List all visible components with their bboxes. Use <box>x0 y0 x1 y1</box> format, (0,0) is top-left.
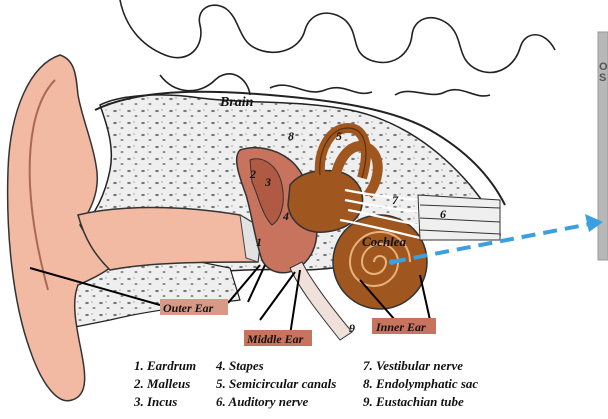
marker-5: 5 <box>336 129 342 143</box>
marker-9: 9 <box>349 321 355 335</box>
cochlea-label: Cochlea <box>362 234 407 249</box>
side-panel-text: O S <box>599 62 608 84</box>
brain-label: Brain <box>219 95 254 110</box>
marker-1: 1 <box>256 235 262 249</box>
outer-ear-label: Outer Ear <box>163 301 214 315</box>
marker-4: 4 <box>282 209 289 223</box>
inner-ear-label: Inner Ear <box>375 320 426 334</box>
marker-7: 7 <box>392 193 399 207</box>
arrow-origin <box>389 259 395 265</box>
marker-2: 2 <box>249 167 256 181</box>
marker-3: 3 <box>264 175 271 189</box>
middle-ear-label: Middle Ear <box>246 332 304 346</box>
marker-8: 8 <box>288 129 294 143</box>
ear-canal <box>78 208 262 271</box>
marker-6: 6 <box>440 207 446 221</box>
brain-gyri <box>120 0 555 96</box>
